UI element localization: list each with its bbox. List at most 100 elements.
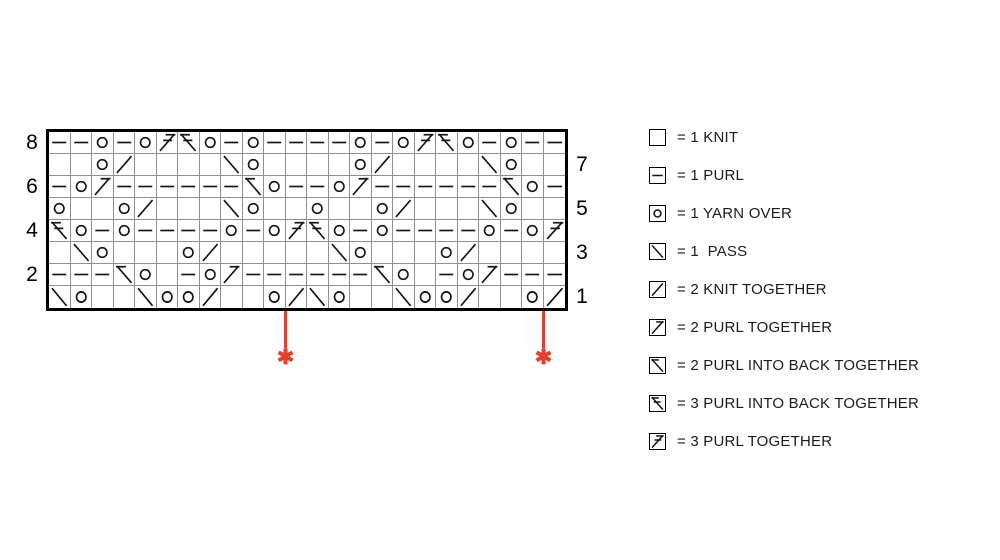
chart-cell-yo bbox=[479, 220, 501, 242]
legend-label: = 2 PURL INTO BACK TOGETHER bbox=[677, 356, 919, 374]
chart-cell-purl bbox=[264, 264, 286, 286]
chart-cell-p2tog-tbl bbox=[113, 264, 135, 286]
legend-item-k2tog: = 2 KNIT TOGETHER bbox=[649, 280, 919, 298]
chart-cell-yo bbox=[135, 132, 157, 154]
yo-icon bbox=[649, 204, 666, 222]
chart-cell-knit bbox=[501, 286, 522, 308]
chart-cell-knit bbox=[221, 286, 243, 308]
chart-cell-yo bbox=[436, 286, 458, 308]
chart-cell-knit bbox=[479, 242, 501, 264]
chart-cell-yo bbox=[371, 198, 393, 220]
chart-cell-yo bbox=[157, 286, 178, 308]
legend-item-yo: = 1 YARN OVER bbox=[649, 204, 919, 222]
legend-item-p3tog-tbl: = 3 PURL INTO BACK TOGETHER bbox=[649, 394, 919, 412]
chart-cell-yo bbox=[113, 198, 135, 220]
row-number-5: 5 bbox=[576, 197, 588, 220]
chart-cell-k2tog bbox=[200, 286, 221, 308]
legend-label: = 1 KNIT bbox=[677, 128, 739, 146]
chart-cell-knit bbox=[414, 242, 436, 264]
chart-cell-knit bbox=[49, 154, 71, 176]
chart-cell-pass bbox=[479, 154, 501, 176]
chart-cell-purl bbox=[199, 220, 221, 242]
chart-cell-purl bbox=[285, 176, 307, 198]
chart-cell-yo bbox=[135, 264, 157, 286]
chart-cell-purl bbox=[92, 264, 114, 286]
legend-label: = 1 PASS bbox=[677, 242, 748, 260]
chart-cell-yo bbox=[415, 286, 436, 308]
chart-cell-purl bbox=[242, 264, 264, 286]
legend-item-p2tog: = 2 PURL TOGETHER bbox=[649, 318, 919, 336]
chart-cell-purl bbox=[156, 176, 178, 198]
chart-cell-knit bbox=[393, 154, 415, 176]
chart-cell-p2tog-tbl bbox=[242, 176, 264, 198]
chart-cell-pass bbox=[221, 198, 243, 220]
chart-cell-yo bbox=[522, 220, 544, 242]
chart-cell-purl bbox=[113, 132, 135, 154]
k2tog-icon bbox=[649, 280, 666, 298]
chart-cell-knit bbox=[436, 154, 458, 176]
chart-cell-purl bbox=[199, 176, 221, 198]
chart-cell-knit bbox=[543, 198, 565, 220]
chart-cell-yo bbox=[500, 154, 522, 176]
chart-cell-purl bbox=[500, 264, 522, 286]
chart-cell-knit bbox=[135, 242, 157, 264]
chart-cell-knit bbox=[156, 198, 178, 220]
chart-cell-pass bbox=[328, 242, 350, 264]
chart-cell-yo bbox=[350, 132, 372, 154]
chart-cell-yo bbox=[522, 176, 544, 198]
chart-cell-knit bbox=[135, 154, 157, 176]
chart-cell-knit bbox=[543, 154, 565, 176]
chart-cell-yo bbox=[328, 176, 350, 198]
row-number-4: 4 bbox=[26, 219, 38, 242]
chart-cell-knit bbox=[92, 198, 114, 220]
chart-cell-knit bbox=[414, 264, 436, 286]
chart-cell-yo bbox=[49, 198, 71, 220]
chart-cell-pass bbox=[49, 286, 71, 308]
row-number-1: 1 bbox=[576, 285, 588, 308]
chart-cell-knit bbox=[371, 242, 393, 264]
chart-cell-k2tog bbox=[544, 286, 566, 308]
chart-cell-k2tog bbox=[113, 154, 135, 176]
chart-cell-yo bbox=[242, 132, 264, 154]
chart-cell-knit bbox=[543, 242, 565, 264]
knitting-chart-grid bbox=[46, 129, 568, 311]
chart-cell-pass bbox=[393, 286, 415, 308]
chart-cell-purl bbox=[457, 220, 479, 242]
chart-cell-yo bbox=[178, 242, 200, 264]
chart-cell-k2tog bbox=[286, 286, 307, 308]
chart-cell-yo bbox=[70, 176, 92, 198]
chart-cell-knit bbox=[285, 198, 307, 220]
chart-cell-knit bbox=[436, 198, 458, 220]
chart-cell-yo bbox=[457, 132, 479, 154]
repeat-marker-line bbox=[284, 311, 287, 348]
chart-cell-yo bbox=[264, 176, 286, 198]
legend-label: = 1 YARN OVER bbox=[677, 204, 793, 222]
chart-cell-purl bbox=[350, 264, 372, 286]
chart-cell-knit bbox=[328, 154, 350, 176]
chart-cell-yo bbox=[264, 220, 286, 242]
row-number-2: 2 bbox=[26, 263, 38, 286]
chart-cell-purl bbox=[285, 132, 307, 154]
chart-cell-p3tog bbox=[156, 132, 178, 154]
chart-cell-p3tog-tbl bbox=[49, 220, 71, 242]
chart-cell-knit bbox=[70, 154, 92, 176]
chart-cell-purl bbox=[178, 176, 200, 198]
chart-cell-yo bbox=[71, 286, 92, 308]
legend-item-p3tog: = 3 PURL TOGETHER bbox=[649, 432, 919, 450]
chart-cell-purl bbox=[49, 132, 71, 154]
chart-cell-pass bbox=[135, 286, 157, 308]
p3tog-tbl-icon bbox=[649, 394, 666, 412]
chart-cell-purl bbox=[178, 264, 200, 286]
chart-cell-yo bbox=[178, 286, 200, 308]
chart-cell-pass bbox=[221, 154, 243, 176]
chart-cell-p2tog-tbl bbox=[500, 176, 522, 198]
chart-cell-yo bbox=[242, 154, 264, 176]
chart-cell-p2tog bbox=[350, 176, 372, 198]
chart-cell-pass bbox=[307, 286, 329, 308]
chart-cell-purl bbox=[328, 264, 350, 286]
chart-cell-knit bbox=[113, 242, 135, 264]
chart-cell-p3tog bbox=[285, 220, 307, 242]
chart-cell-k2tog bbox=[393, 198, 415, 220]
chart-cell-k2tog bbox=[457, 242, 479, 264]
chart-cell-knit bbox=[457, 198, 479, 220]
